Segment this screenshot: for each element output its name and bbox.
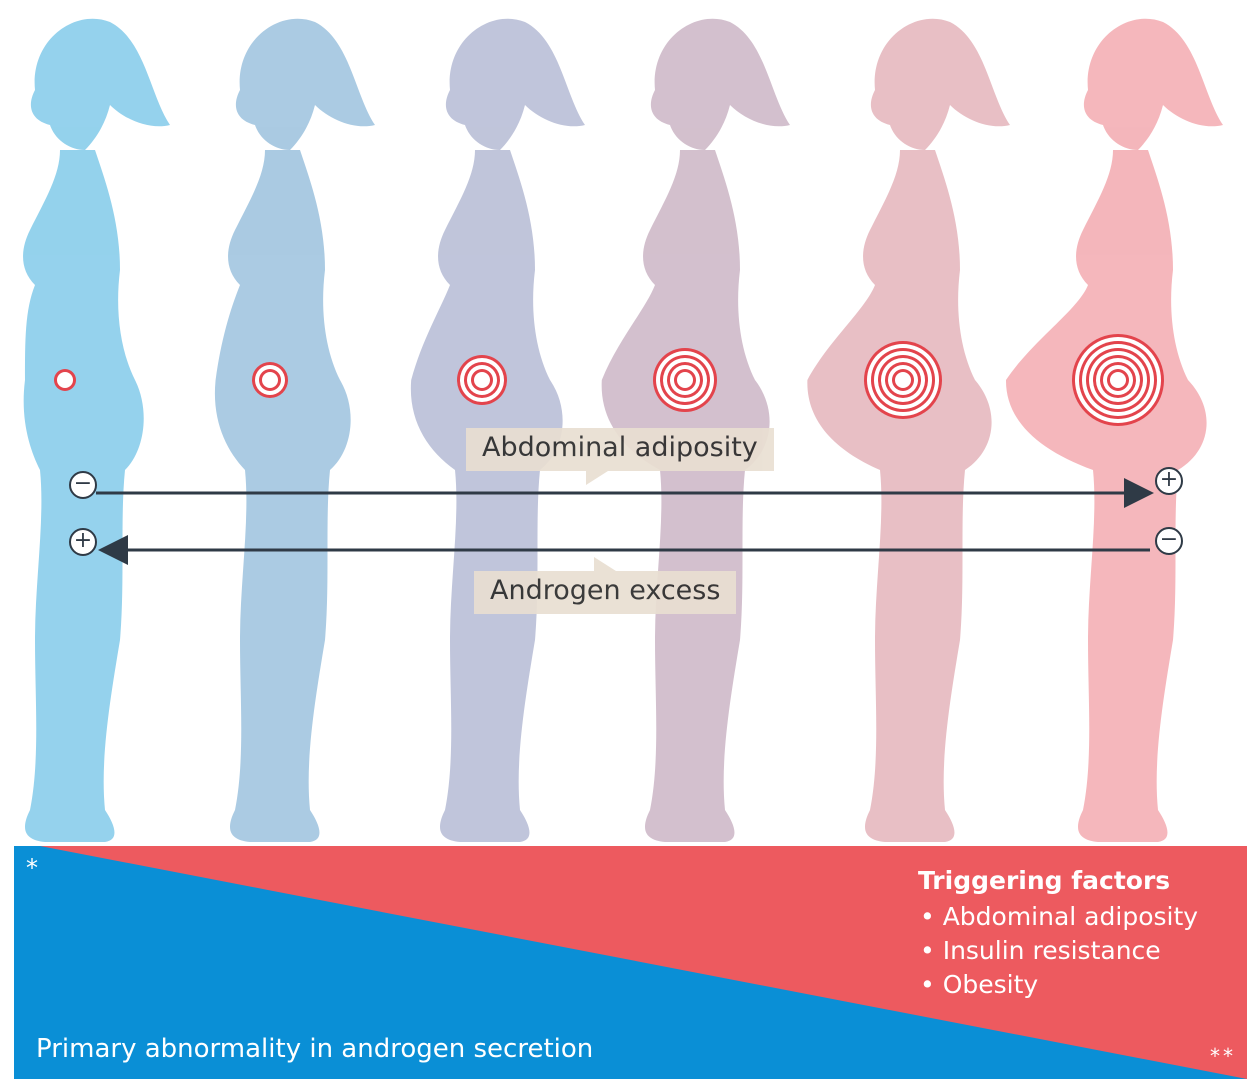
- label-pointer: [586, 471, 608, 485]
- triggering-factors-title: Triggering factors: [918, 866, 1170, 895]
- fat-target-icon: [457, 355, 507, 405]
- single-asterisk: *: [26, 854, 38, 882]
- woman-silhouette: [807, 19, 1010, 842]
- plus-sign-right: +: [1155, 467, 1183, 495]
- woman-silhouette: [1006, 19, 1223, 842]
- woman-silhouette: [23, 19, 170, 842]
- minus-sign-left: −: [69, 471, 97, 499]
- androgen-excess-label: Androgen excess: [474, 571, 736, 614]
- label-pointer: [594, 557, 616, 571]
- fat-target-icon: [1072, 334, 1164, 426]
- trigger-item: • Insulin resistance: [920, 936, 1161, 965]
- double-asterisk: **: [1210, 1044, 1236, 1068]
- trigger-item: • Abdominal adiposity: [920, 902, 1198, 931]
- plus-sign-left: +: [69, 528, 97, 556]
- fat-target-icon: [252, 362, 288, 398]
- fat-target-icon: [653, 348, 717, 412]
- androgen-excess-text: Androgen excess: [490, 575, 720, 606]
- abdominal-adiposity-text: Abdominal adiposity: [482, 432, 758, 463]
- abdominal-adiposity-label: Abdominal adiposity: [466, 428, 774, 471]
- fat-target-icon: [54, 369, 76, 391]
- primary-abnormality-label: Primary abnormality in androgen secretio…: [36, 1034, 593, 1064]
- woman-silhouette: [215, 19, 375, 842]
- minus-sign-right: −: [1155, 527, 1183, 555]
- trigger-item: • Obesity: [920, 970, 1038, 999]
- fat-target-icon: [864, 341, 942, 419]
